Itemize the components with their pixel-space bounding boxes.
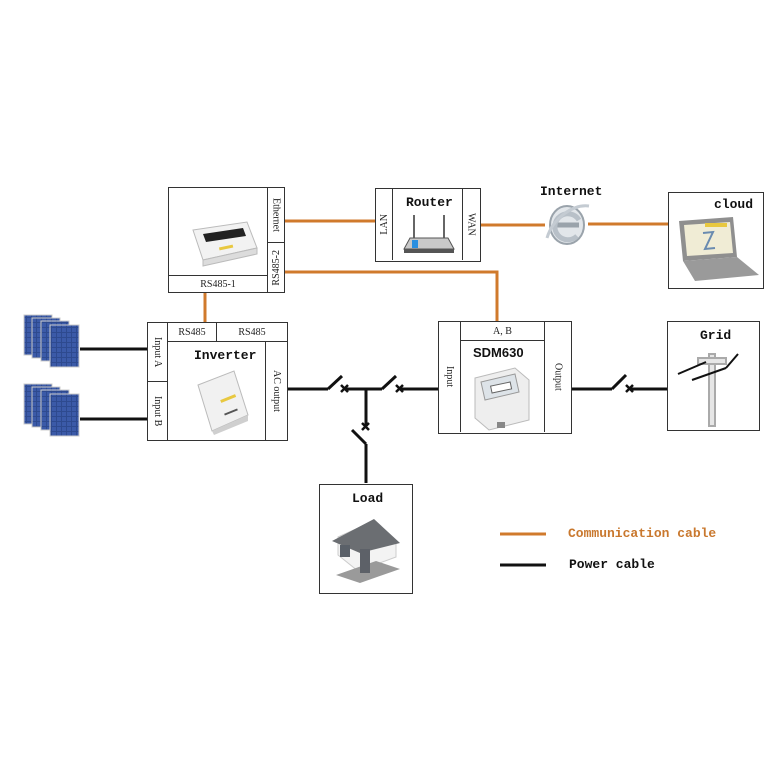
ac-output-label: AC output: [271, 370, 282, 412]
solar-panels-b-icon: [22, 382, 82, 438]
cloud-box: cloud: [668, 192, 764, 289]
internet-label: Internet: [540, 184, 603, 199]
ethernet-port-label: Ethernet: [270, 198, 282, 232]
input-a-label: Input A: [152, 336, 163, 368]
switch-1-blade: [326, 374, 344, 391]
inverter-box: Input A Input B RS485 RS485 AC output In…: [147, 322, 288, 441]
meter-title: SDM630: [473, 345, 524, 360]
grid-label: Grid: [700, 328, 732, 343]
inverter-rs485-b-label: RS485: [238, 326, 266, 338]
rs485-2-port-label: RS485-2: [270, 249, 282, 286]
laptop-icon: [675, 217, 761, 283]
power-pole-icon: [676, 346, 756, 428]
inverter-device-icon: [194, 367, 252, 437]
wan-port-label: WAN: [465, 213, 477, 236]
datalogger-box: Ethernet RS485-2 RS485-1: [168, 187, 285, 293]
internet-explorer-icon: [543, 198, 591, 250]
lan-port-label: LAN: [378, 214, 390, 235]
inverter-title: Inverter: [194, 348, 257, 363]
load-box: Load: [319, 484, 413, 594]
legend-communication-label: Communication cable: [568, 526, 717, 541]
sdm630-meter-box: Input Output A, B SDM630: [438, 321, 572, 434]
meter-ab-port-label: A, B: [493, 325, 512, 337]
meter-output-label: Output: [552, 363, 564, 391]
rs485-1-port-label: RS485-1: [200, 278, 236, 290]
load-label: Load: [352, 491, 384, 506]
rs485-2-to-meter-cable: [284, 270, 499, 322]
switch-4-blade: [610, 373, 628, 391]
breaker-x-3: [361, 422, 370, 431]
legend-swatches: [500, 532, 546, 567]
solar-panels-a-icon: [22, 313, 82, 369]
router-box: LAN WAN Router: [375, 188, 481, 262]
switch-2-blade: [380, 374, 398, 391]
input-b-label: Input B: [152, 395, 163, 427]
switch-3-blade: [350, 428, 368, 446]
inverter-rs485-a-label: RS485: [178, 326, 206, 338]
meter-device-icon: [471, 364, 533, 432]
cloud-label: cloud: [714, 197, 754, 212]
house-icon: [330, 511, 404, 587]
router-icon: [400, 211, 456, 256]
breaker-x-4: [625, 384, 634, 393]
datalogger-device-icon: [189, 216, 259, 268]
breaker-x-2: [395, 384, 404, 393]
router-title: Router: [406, 195, 453, 210]
meter-input-label: Input: [444, 366, 455, 388]
breaker-x-1: [340, 384, 349, 393]
legend-power-label: Power cable: [569, 557, 655, 572]
grid-box: Grid: [667, 321, 760, 431]
